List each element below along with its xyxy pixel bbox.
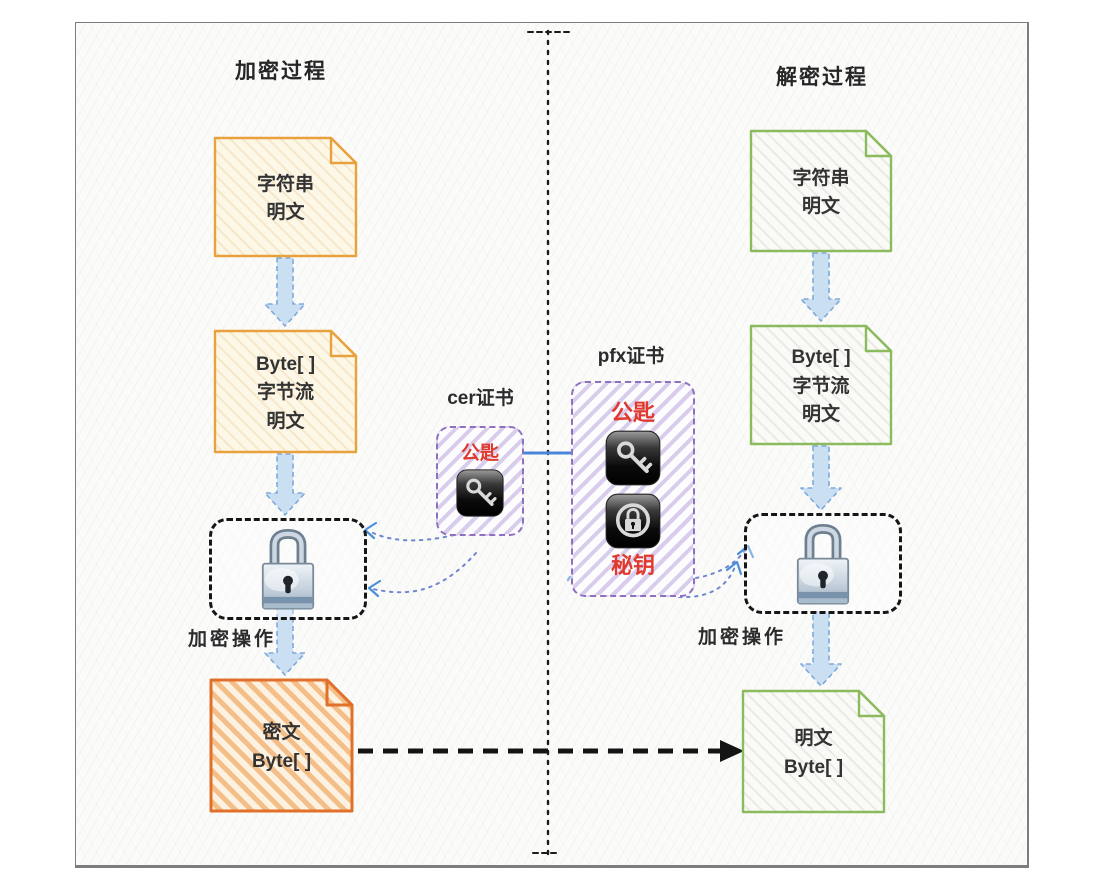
document-icon [741, 689, 886, 814]
doc-text: 字符串 明文 [792, 167, 850, 218]
encrypt-process-title: 加密过程 [235, 60, 327, 83]
pfx-cert-box: 公匙 秘钥 [571, 381, 695, 597]
decrypt-doc-byte-stream: Byte[ ] 字节流 明文 [749, 324, 893, 446]
decrypt-operation-label: 加密操作 [698, 627, 787, 648]
cipher-transfer-arrow [358, 740, 744, 762]
key-icon [604, 429, 662, 487]
document-icon [749, 129, 893, 253]
encrypt-operation-box [209, 518, 367, 620]
down-arrow [264, 453, 306, 516]
padlock-icon [787, 519, 859, 609]
padlock-ring-icon [604, 492, 662, 550]
doc-text: 密文 Byte[ ] [251, 722, 312, 772]
doc-text: 字符串 明文 [256, 173, 314, 224]
pfx-private-key-label: 秘钥 [610, 552, 655, 578]
encrypt-doc-string-plaintext: 字符串 明文 [213, 136, 358, 258]
decrypt-doc-plaintext: 明文 Byte[ ] [741, 689, 886, 814]
encrypt-doc-ciphertext: 密文 Byte[ ] [209, 678, 354, 813]
document-icon [213, 136, 358, 258]
pfx-cert-label: pfx证书 [597, 346, 665, 367]
center-divider [527, 29, 571, 857]
diagram-panel: 加密过程 解密过程 字符串 明文 Byte[ ] 字节流 明文 加密操作 [75, 22, 1029, 868]
document-icon [213, 329, 358, 454]
pfx-public-key-label: 公匙 [610, 399, 655, 425]
cer-public-key-label: 公匙 [460, 443, 499, 464]
cer-cert-label: cer证书 [447, 388, 514, 409]
decrypt-doc-string-plaintext: 字符串 明文 [749, 129, 893, 253]
padlock-icon [252, 524, 324, 614]
encrypt-doc-byte-stream: Byte[ ] 字节流 明文 [213, 329, 358, 454]
down-arrow [264, 257, 306, 327]
decrypt-process-title: 解密过程 [776, 66, 868, 89]
document-icon [209, 678, 354, 813]
decrypt-operation-box [744, 513, 902, 614]
encrypt-operation-label: 加密操作 [188, 629, 277, 650]
down-arrow [800, 611, 842, 687]
cer-cert-box: 公匙 [436, 426, 524, 536]
down-arrow [800, 252, 842, 322]
document-icon [749, 324, 893, 446]
doc-text: 明文 Byte[ ] [783, 728, 844, 778]
key-icon [455, 468, 505, 518]
doc-text: Byte[ ] 字节流 明文 [791, 347, 851, 426]
decrypt-flow-arrows [800, 252, 842, 687]
down-arrow [800, 445, 842, 511]
doc-text: Byte[ ] 字节流 明文 [255, 353, 316, 432]
